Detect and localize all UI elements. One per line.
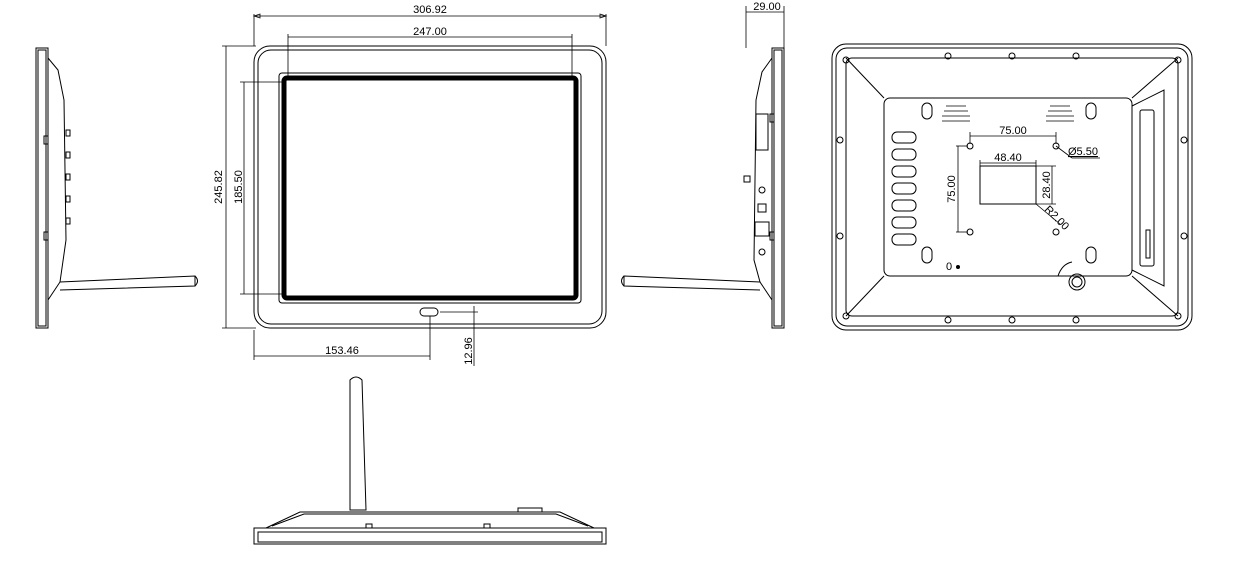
dimension-bottom-margin: 12.96 xyxy=(440,306,478,366)
dim-overall-height-label: 245.82 xyxy=(213,170,225,204)
back-view: 0 xyxy=(831,43,1193,331)
dimension-hole-diameter: Ø5.50 xyxy=(1055,145,1100,159)
dimension-screen-height: 185.50 xyxy=(233,81,284,295)
power-mark-label: 0 xyxy=(946,261,952,273)
dimension-cutout-height: 28.40 xyxy=(1036,165,1056,205)
dimension-vesa-horizontal: 75.00 xyxy=(969,125,1057,144)
speaker-grill-left xyxy=(942,105,970,122)
dim-depth-label: 29.00 xyxy=(753,1,781,13)
bottom-view xyxy=(253,376,607,545)
left-side-view xyxy=(35,47,198,329)
dimension-corner-radius: R2.00 xyxy=(1035,204,1071,233)
dim-corner-r-label: R2.00 xyxy=(1042,204,1071,233)
dimension-overall-height: 245.82 xyxy=(213,45,256,329)
dimension-screen-width: 247.00 xyxy=(287,26,573,76)
dim-vesa-v-label: 75.00 xyxy=(946,175,958,203)
dim-hole-dia-label: Ø5.50 xyxy=(1068,146,1098,158)
dimension-overall-width: 306.92 xyxy=(252,4,608,46)
dim-vesa-h-label: 75.00 xyxy=(999,125,1027,137)
dim-overall-width-label: 306.92 xyxy=(413,4,447,16)
dimension-depth: 29.00 xyxy=(745,1,785,48)
dimension-vesa-vertical: 75.00 xyxy=(946,145,968,233)
dim-button-offset-label: 153.46 xyxy=(325,345,359,357)
dimension-button-offset: 153.46 xyxy=(253,316,431,360)
dim-screen-width-label: 247.00 xyxy=(413,26,447,38)
dim-screen-height-label: 185.50 xyxy=(233,170,245,204)
dim-cutout-h-label: 28.40 xyxy=(1041,171,1053,199)
front-view xyxy=(253,45,607,329)
dim-bottom-margin-label: 12.96 xyxy=(463,337,475,365)
right-side-view xyxy=(621,47,785,329)
dim-cutout-w-label: 48.40 xyxy=(994,152,1022,164)
speaker-grill-right xyxy=(1046,105,1074,122)
dimension-cutout-width: 48.40 xyxy=(979,152,1037,166)
